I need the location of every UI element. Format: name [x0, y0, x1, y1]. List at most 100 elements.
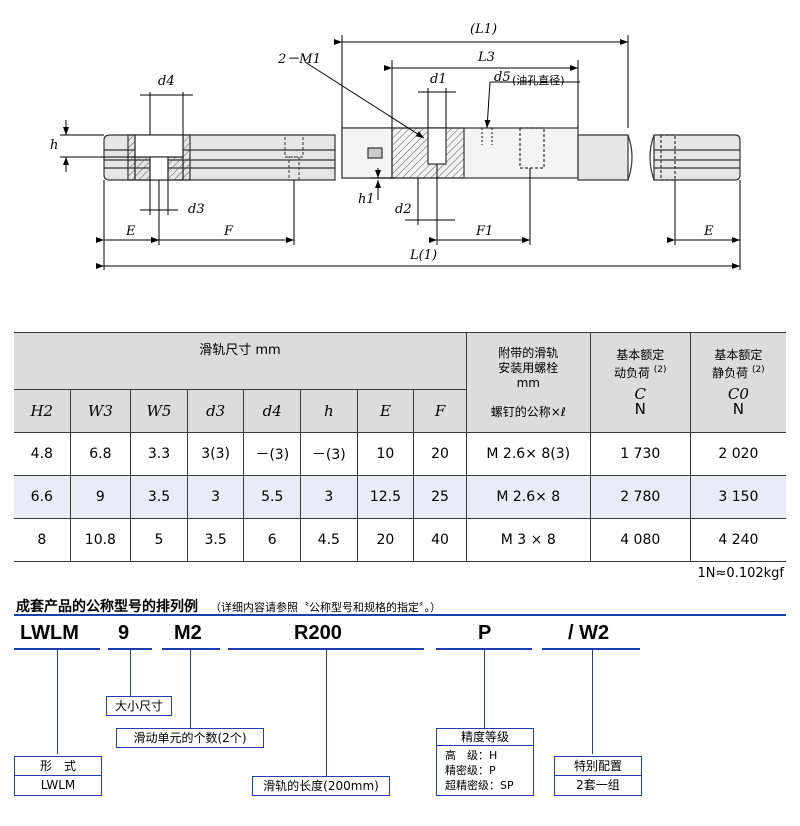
cell: 20: [413, 432, 467, 476]
cell: M 3 × 8: [465, 518, 591, 562]
special-value: 2套一组: [576, 778, 620, 792]
dim-l3: L3: [478, 50, 495, 65]
code-underline: [14, 648, 100, 650]
cell: 12.5: [356, 475, 415, 519]
code-underline: [108, 648, 152, 650]
cell: 4 240: [689, 518, 786, 562]
bolt-header-line2: 安装用螺栓: [498, 360, 559, 375]
col-h: h: [300, 389, 358, 433]
connector: [57, 650, 58, 754]
rail-right: [577, 134, 741, 181]
dim-e-left: E: [126, 224, 136, 239]
dim-h: h: [50, 138, 59, 153]
type-head: 形 式: [15, 757, 101, 776]
cell: 8: [14, 518, 71, 562]
col-e: E: [356, 389, 415, 433]
connector: [130, 650, 131, 696]
table-group-header: 滑轨尺寸 mm: [14, 332, 467, 390]
col-w3: W3: [69, 389, 132, 433]
stat-line1: 基本额定: [714, 348, 763, 362]
stat-sym: C0: [727, 385, 749, 403]
special-head: 特别配置: [555, 757, 641, 776]
unit-note: 1N≈0.102kgf: [697, 566, 784, 581]
cell: M 2.6× 8(3): [465, 432, 591, 476]
cell: 4.5: [300, 518, 358, 562]
cell: －(3): [300, 432, 358, 476]
dim-d5: d5: [494, 70, 511, 85]
dim-d4: d4: [158, 74, 175, 89]
dim-h1: h1: [358, 192, 375, 207]
cell: 3.5: [186, 518, 245, 562]
cell: 6.6: [14, 475, 71, 519]
code-precision: P: [478, 622, 492, 644]
stat-line2: 静负荷: [712, 366, 749, 380]
bolt-header: 附带的滑轨 安装用螺栓 mm 螺钉的公称×ℓ: [465, 332, 591, 433]
cell: 4.8: [14, 432, 71, 476]
cell: 10.8: [69, 518, 132, 562]
cell: 2 780: [589, 475, 691, 519]
cell: 3.5: [130, 475, 188, 519]
dim-d5-note: (油孔直径): [512, 74, 565, 87]
cell: 3(3): [186, 432, 245, 476]
cell: 6.8: [69, 432, 132, 476]
col-f: F: [413, 389, 467, 433]
example-title: 成套产品的公称型号的排列例（详细内容请参照〝公称型号和规格的指定〞。）: [16, 596, 441, 616]
length-box: 滑轨的长度(200mm): [252, 776, 390, 796]
cell: 3: [186, 475, 245, 519]
cell: －(3): [243, 432, 302, 476]
cell: 1 730: [589, 432, 691, 476]
dim-f: F: [224, 224, 234, 239]
slider-block: [341, 127, 579, 179]
dim-e-right: E: [704, 224, 714, 239]
dim-l1: (L1): [470, 22, 498, 37]
bolt-header-line1: 附带的滑轨: [498, 345, 559, 360]
cell: 4 080: [589, 518, 691, 562]
static-load-header: 基本额定 静负荷 (2) C0 N: [689, 332, 786, 433]
code-size: 9: [118, 622, 130, 644]
code-underline: [228, 648, 424, 650]
cell: 40: [413, 518, 467, 562]
dyn-unit: N: [634, 400, 646, 418]
connector: [484, 650, 485, 728]
rail-hole-left: [127, 134, 191, 181]
dyn-sym: C: [634, 385, 646, 403]
example-title-text: 成套产品的公称型号的排列例: [16, 599, 198, 615]
size-box: 大小尺寸: [106, 696, 172, 716]
connector: [190, 650, 191, 728]
cell: M 2.6× 8: [465, 475, 591, 519]
precision-box: 精度等级 高 级：H 精密级：P 超精密级：SP: [436, 728, 534, 796]
dyn-sup: (2): [653, 365, 667, 375]
type-value: LWLM: [40, 778, 76, 792]
cell: 3 150: [689, 475, 786, 519]
dim-d2: d2: [395, 202, 412, 217]
bolt-sub: 螺钉的公称×ℓ: [490, 404, 566, 419]
precision-head: 精度等级: [437, 729, 533, 746]
cell: 6: [243, 518, 302, 562]
slider-count-box: 滑动单元的个数(2个): [116, 728, 264, 748]
cell: 25: [413, 475, 467, 519]
dim-d3: d3: [188, 202, 205, 217]
stat-sup: (2): [751, 365, 765, 375]
code-special: / W2: [568, 622, 610, 644]
cell: 10: [356, 432, 415, 476]
rail-drawing-svg: [60, 35, 741, 270]
dim-d1: d1: [430, 72, 447, 87]
precision-super: 超精密级：SP: [445, 779, 514, 792]
dynamic-load-header: 基本额定 动负荷 (2) C N: [589, 332, 691, 433]
dim-m1: 2－M1: [278, 52, 321, 67]
cell: 3: [300, 475, 358, 519]
dyn-line1: 基本额定: [616, 348, 665, 362]
code-underline: [436, 648, 532, 650]
code-length: R200: [294, 622, 342, 644]
code-sliders: M2: [174, 622, 202, 644]
cell: 20: [356, 518, 415, 562]
precision-precise: 精密级：P: [445, 764, 496, 777]
rail-drawing: (L1) L3 2－M1 d4 d1 d5 (油孔直径) h h1 d2 d3 …: [0, 0, 800, 300]
cell: 9: [69, 475, 132, 519]
dyn-line2: 动负荷: [613, 366, 650, 380]
special-box: 特别配置 2套一组: [554, 756, 642, 796]
code-underline: [162, 648, 220, 650]
spec-table: 滑轨尺寸 mm 附带的滑轨 安装用螺栓 mm 螺钉的公称×ℓ 基本额定 动负荷 …: [14, 332, 786, 562]
